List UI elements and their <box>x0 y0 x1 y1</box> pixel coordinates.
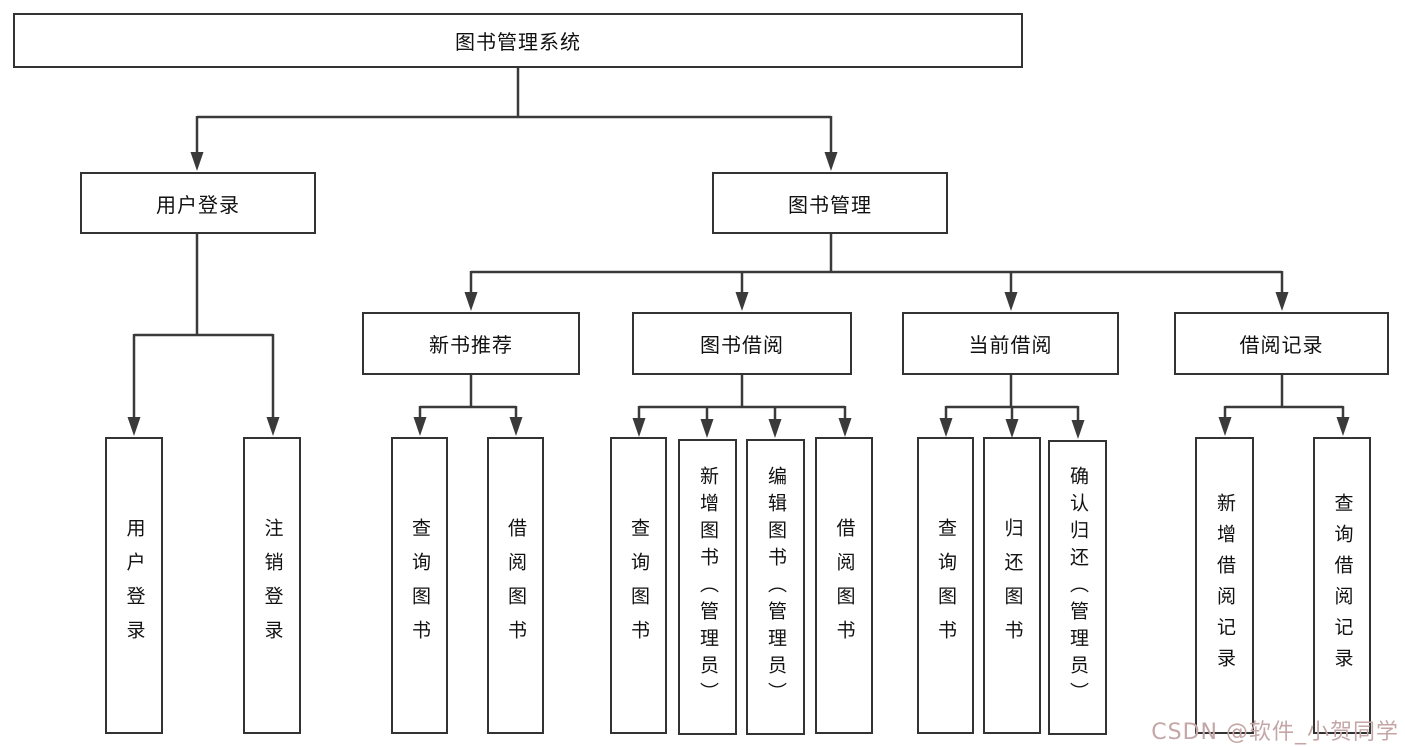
node-label: 当前借阅 <box>968 333 1053 357</box>
node-label: 图书管理 <box>788 192 872 217</box>
leaf-label: 用户登录 <box>123 517 146 654</box>
node-book-management: 图书管理 <box>712 172 948 234</box>
leaf-label: 查询借阅记录 <box>1331 492 1354 679</box>
node-borrowing-records: 借阅记录 <box>1174 312 1389 375</box>
leaf-add-borrow-record: 新增借阅记录 <box>1195 437 1254 734</box>
leaf-add-books-admin: 新增图书（管理员） <box>678 439 737 735</box>
leaf-label: 借阅图书 <box>833 517 856 654</box>
node-user-login: 用户登录 <box>80 172 316 234</box>
leaf-label: 确认归还（管理员） <box>1067 466 1089 709</box>
leaf-logout: 注销登录 <box>243 437 301 734</box>
node-library-management-system: 图书管理系统 <box>13 13 1023 68</box>
leaf-query-borrow-record: 查询借阅记录 <box>1313 437 1371 734</box>
leaf-label: 归还图书 <box>1001 517 1024 654</box>
node-label: 借阅记录 <box>1239 333 1324 357</box>
leaf-query-books-borrow: 查询图书 <box>610 437 667 734</box>
leaf-label: 查询图书 <box>409 517 431 654</box>
leaf-borrow-books: 借阅图书 <box>815 437 873 734</box>
leaf-label: 新增图书（管理员） <box>697 465 719 709</box>
leaf-label: 新增借阅记录 <box>1214 492 1236 679</box>
node-label: 图书借阅 <box>700 333 784 357</box>
node-label: 用户登录 <box>156 192 240 217</box>
leaf-borrow-books-recommend: 借阅图书 <box>487 437 544 734</box>
leaf-user-login: 用户登录 <box>105 437 163 734</box>
leaf-label: 借阅图书 <box>505 517 527 654</box>
leaf-query-books-recommend: 查询图书 <box>391 437 448 734</box>
leaf-edit-books-admin: 编辑图书（管理员） <box>746 439 805 735</box>
leaf-confirm-return-admin: 确认归还（管理员） <box>1048 440 1107 735</box>
leaf-label: 查询图书 <box>628 517 650 654</box>
leaf-label: 查询图书 <box>935 517 957 654</box>
node-new-book-recommend: 新书推荐 <box>362 312 580 375</box>
node-book-borrowing: 图书借阅 <box>632 312 852 375</box>
node-label: 图书管理系统 <box>455 30 581 54</box>
watermark-csdn: CSDN @软件_小贺同学 <box>1151 720 1399 745</box>
leaf-label: 注销登录 <box>261 517 284 654</box>
leaf-label: 编辑图书（管理员） <box>765 465 787 709</box>
node-label: 新书推荐 <box>429 333 513 357</box>
leaf-query-books-current: 查询图书 <box>917 437 974 734</box>
node-current-borrowing: 当前借阅 <box>902 312 1119 375</box>
leaf-return-books: 归还图书 <box>983 437 1041 734</box>
